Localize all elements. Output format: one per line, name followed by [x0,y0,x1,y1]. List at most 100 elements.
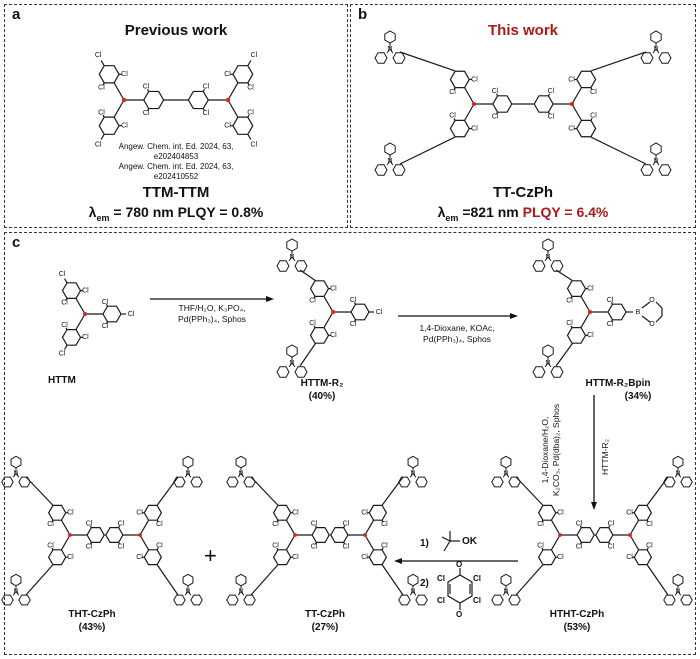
n-phenyl-ring [235,455,247,469]
bond-line [323,296,334,313]
nitrogen-label: N [675,470,680,477]
n-phenyl-ring [182,573,194,587]
nitrogen-label: N [289,254,294,261]
ref-1-line-2: e202404853 [153,152,199,161]
radical-dot [225,97,231,103]
carbazole-five-ring-bond [187,473,192,478]
carbazole-five-ring-bond [389,48,394,54]
benzene-ring [330,526,349,544]
chlorine-label: Cl [61,322,68,329]
chlorine-label: Cl [136,510,143,517]
bond-line [343,542,346,545]
benzene-ring [102,305,122,323]
carbazole-group: N [374,30,406,64]
carbazole-five-ring-bond [505,473,510,478]
bond-line [580,296,591,313]
chlorine-label: Cl [272,543,279,550]
compound-ttczph-name: TT-CzPh [305,609,345,620]
bond-line [156,564,179,596]
bond-line [590,87,593,90]
chlorine-label: Cl [136,554,143,561]
carbazole-group: N [640,142,672,176]
carbazole-group: N [1,573,31,606]
n-phenyl-ring [182,455,194,469]
n-phenyl-ring [286,344,298,358]
chlorine-label: Cl [646,543,653,550]
chlorine-label: Cl [224,123,231,130]
carbazole-group: N [491,573,521,606]
carbazole-five-ring-bond [409,591,414,596]
bond-line [550,534,561,551]
chlorine-label: Cl [566,298,573,305]
benzene-ring [187,90,209,110]
compound-httm-r2-name: HTTM-R₂ [300,378,344,389]
radical-dot [471,101,477,107]
chlorine-label: Cl [568,125,575,132]
carbazole-ring-right [18,594,31,606]
chlorine-label: Cl [311,520,318,527]
n-phenyl-ring [672,573,684,587]
bond-line [63,344,68,350]
lambda-symbol: λ [437,204,446,220]
bond-line [156,547,159,551]
nitrogen-label: N [289,360,294,367]
compound-hthtczph-yield: (53%) [563,622,591,633]
bond-line [146,88,150,92]
benzene-ring [232,65,254,84]
bond-line [60,534,71,551]
bond-line [464,87,475,105]
chlorine-label: Cl [449,113,456,120]
carbazole-five-ring-bond [547,362,552,368]
bond-line [590,118,593,121]
carbazole-five-ring-bond [187,591,192,596]
bond-line [285,519,296,536]
ref-2-line-2: e202410552 [153,172,199,181]
carbazole-ring-right [392,164,406,176]
carbazole-boronic-ester-structure [170,240,250,300]
chlorine-label: Cl [568,76,575,83]
carbazole-group: N [398,455,428,488]
carbazole-five-ring-bond [502,473,507,478]
chlorine-label: Cl [82,334,89,341]
nitrogen-label: N [410,470,415,477]
carbazole-ring-left [276,366,290,378]
bond-line [547,93,551,97]
bond-line [343,525,346,528]
bond-line [227,99,239,118]
carbazole-five-ring-bond [386,48,391,54]
compound-httm-r2bpin-yield: (34%) [624,391,652,402]
chlorine-label: Cl [330,332,337,339]
chlorine-label: Cl [566,320,573,327]
carbazole-five-ring-bond [237,591,242,596]
carbazole-group: N [398,573,428,606]
chlorine-label: Cl [492,88,499,95]
chlorine-label: Cl [61,300,68,307]
chlorine-label: Cl [203,110,210,117]
compound-httm-r2bpin-name: HTTM-R₂Bpin [585,378,651,389]
benzene-ring [47,504,67,521]
chlorine-label: Cl [156,521,163,528]
bond-line [156,476,179,506]
benzene-ring [576,70,597,89]
carbazole-ring-right [243,594,256,606]
carbazole-five-ring-bond [12,473,17,478]
radical-dot [68,533,72,537]
nitrogen-label: N [238,588,243,595]
carbazole-five-ring-bond [288,256,293,262]
carbazole-five-ring-bond [12,591,17,596]
carbazole-ring-left [491,594,504,606]
panel-c-label: c [12,234,21,251]
benzene-ring [61,328,82,346]
oxygen-label: O [649,297,655,304]
emission-value: = 780 nm PLQY = 0.8% [109,204,264,220]
carbazole-five-ring-bond [237,473,242,478]
panel-a-compound-name: TTM-TTM [142,184,210,201]
bond-line [100,134,105,140]
carbazole-ring-right [663,476,676,488]
carbazole-ring-right [398,476,411,488]
chlorine-label: Cl [343,520,350,527]
